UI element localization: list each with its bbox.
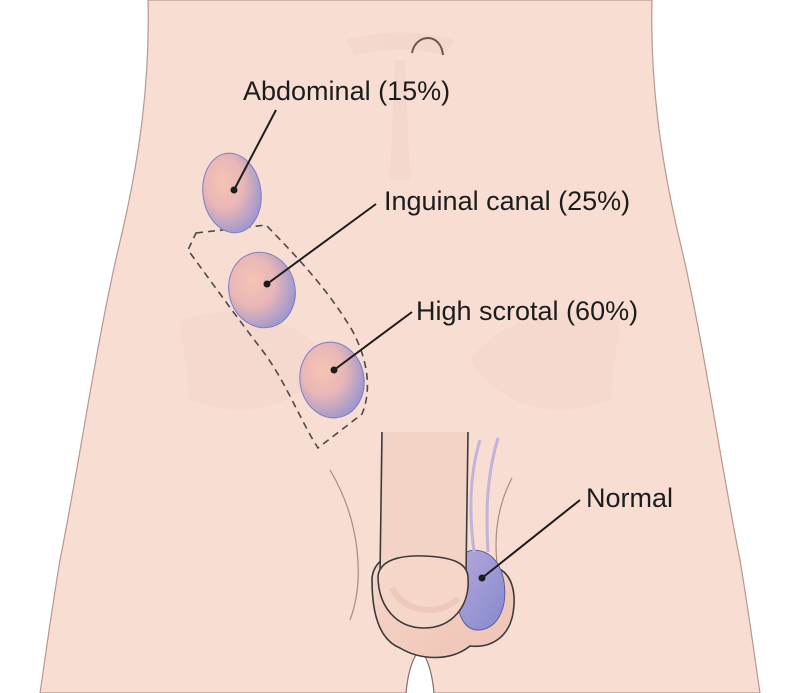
label-high-scrotal: High scrotal (60%) [416, 296, 638, 326]
glans-shading [389, 586, 461, 614]
descent-path-dashed [187, 224, 369, 450]
leader-lines [230, 109, 581, 582]
label-abdominal: Abdominal (15%) [243, 76, 450, 106]
navel [411, 36, 444, 56]
inguinal-testis [228, 251, 296, 329]
penis-shaft [379, 431, 469, 576]
label-normal: Normal [586, 483, 673, 513]
label-inguinal-canal: Inguinal canal (25%) [384, 186, 630, 216]
internal-anatomy-shading [180, 32, 620, 410]
spermatic-cord-normal [469, 437, 500, 553]
high-scrotal-testis [299, 341, 365, 419]
abdominal-testis [202, 152, 262, 234]
left-thigh-crease [329, 469, 359, 621]
